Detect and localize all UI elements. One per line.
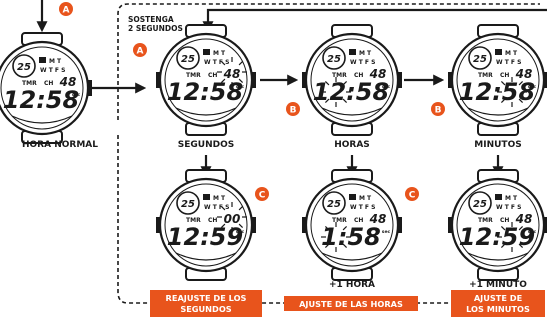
badge-b-horas-label: B	[290, 106, 297, 116]
time-display: 12:58	[3, 86, 79, 114]
tmr-label: TMR	[186, 217, 201, 224]
flash-rays	[497, 222, 527, 252]
seconds-display: 48	[369, 212, 387, 226]
badge-c-reajuste-label: C	[259, 191, 266, 201]
badge-c-hora: C	[405, 187, 419, 201]
day-row-1: M T	[213, 50, 226, 57]
badge-a-hold-label: A	[137, 47, 144, 57]
badge-a-entry-label: A	[63, 6, 70, 16]
sec-label: sec	[236, 85, 245, 90]
tmr-label: TMR	[22, 80, 37, 87]
seconds-display: 48	[515, 67, 533, 81]
reajuste-segundos-box: REAJUSTE DE LOS SEGUNDOS	[150, 290, 262, 317]
caption-minutos: MINUTOS	[474, 140, 521, 150]
time-display: 12:58	[167, 78, 243, 106]
day-row-2: W T F S	[350, 59, 375, 66]
date-number: 25	[473, 54, 487, 65]
badge-c-reajuste: C	[255, 187, 269, 201]
ch-label: CH	[208, 72, 217, 79]
tmr-label: TMR	[186, 72, 201, 79]
reajuste-segundos-line2: SEGUNDOS	[180, 304, 231, 314]
day-row-2: W T F S	[350, 204, 375, 211]
seconds-display: 48	[59, 75, 77, 89]
seconds-display: 48	[223, 67, 241, 81]
day-row-2: W T F S	[496, 204, 521, 211]
badge-a-hold: A	[133, 43, 147, 57]
tmr-label: TMR	[332, 217, 347, 224]
sec-label: sec	[72, 93, 81, 98]
ch-label: CH	[354, 72, 363, 79]
sec-label: sec	[382, 230, 391, 235]
ch-label: CH	[500, 72, 509, 79]
tmr-label: TMR	[478, 72, 493, 79]
ch-label: CH	[208, 217, 217, 224]
day-row-2: W T F S	[496, 59, 521, 66]
date-number: 25	[327, 199, 341, 210]
dashed-loop-frame	[117, 3, 540, 304]
hold-instruction-line2: 2 SEGUNDOS	[128, 24, 183, 33]
day-row-1: M T	[359, 195, 372, 202]
badge-a-entry: A	[59, 2, 73, 16]
flash-rays	[321, 77, 351, 107]
ch-label: CH	[354, 217, 363, 224]
date-number: 25	[181, 54, 195, 65]
date-number: 25	[181, 199, 195, 210]
date-number: 25	[327, 54, 341, 65]
caption-mas-hora: +1 HORA	[329, 280, 375, 290]
sec-label: sec	[236, 230, 245, 235]
hold-instruction-line1: SOSTENGA	[128, 15, 174, 24]
day-row-1: M T	[505, 50, 518, 57]
ajuste-minutos-line2: LOS MINUTOS	[466, 304, 530, 314]
tmr-label: TMR	[332, 72, 347, 79]
caption-mas-minuto: +1 MINUTO	[469, 280, 527, 290]
caption-horas: HORAS	[334, 140, 370, 150]
sec-label: sec	[528, 230, 537, 235]
ajuste-minutos-box: AJUSTE DE LOS MINUTOS	[451, 290, 545, 317]
ch-label: CH	[500, 217, 509, 224]
flash-rays	[321, 222, 351, 252]
day-row-2: W T F S	[40, 67, 65, 74]
flash-rays	[497, 77, 527, 107]
top-return-line	[202, 8, 547, 33]
tmr-label: TMR	[478, 217, 493, 224]
sec-label: sec	[528, 85, 537, 90]
day-row-1: M T	[49, 58, 62, 65]
caption-segundos: SEGUNDOS	[178, 140, 234, 150]
ajuste-horas-box: AJUSTE DE LAS HORAS	[284, 296, 418, 311]
seconds-display: 48	[369, 67, 387, 81]
ajuste-horas-line1: AJUSTE DE LAS HORAS	[299, 299, 403, 309]
flash-rays	[217, 57, 247, 87]
day-row-1: M T	[213, 195, 226, 202]
date-number: 25	[17, 62, 31, 73]
flash-rays	[217, 202, 247, 232]
badge-b-minutos-label: B	[435, 106, 442, 116]
caption-hora-normal: HORA NORMAL	[22, 140, 98, 150]
badge-b-horas: B	[286, 102, 300, 116]
seconds-display: 00	[224, 212, 241, 226]
badge-c-hora-label: C	[409, 191, 416, 201]
ch-label: CH	[44, 80, 53, 87]
date-number: 25	[473, 199, 487, 210]
day-row-1: M T	[359, 50, 372, 57]
seconds-display: 48	[515, 212, 533, 226]
day-row-2: W T F S	[204, 59, 229, 66]
badge-b-minutos: B	[431, 102, 445, 116]
sec-label: sec	[382, 85, 391, 90]
day-row-1: M T	[505, 195, 518, 202]
time-display: 12:59	[167, 223, 243, 251]
reajuste-segundos-line1: REAJUSTE DE LOS	[166, 293, 247, 303]
ajuste-minutos-line1: AJUSTE DE	[474, 293, 522, 303]
day-row-2: W T F S	[204, 204, 229, 211]
